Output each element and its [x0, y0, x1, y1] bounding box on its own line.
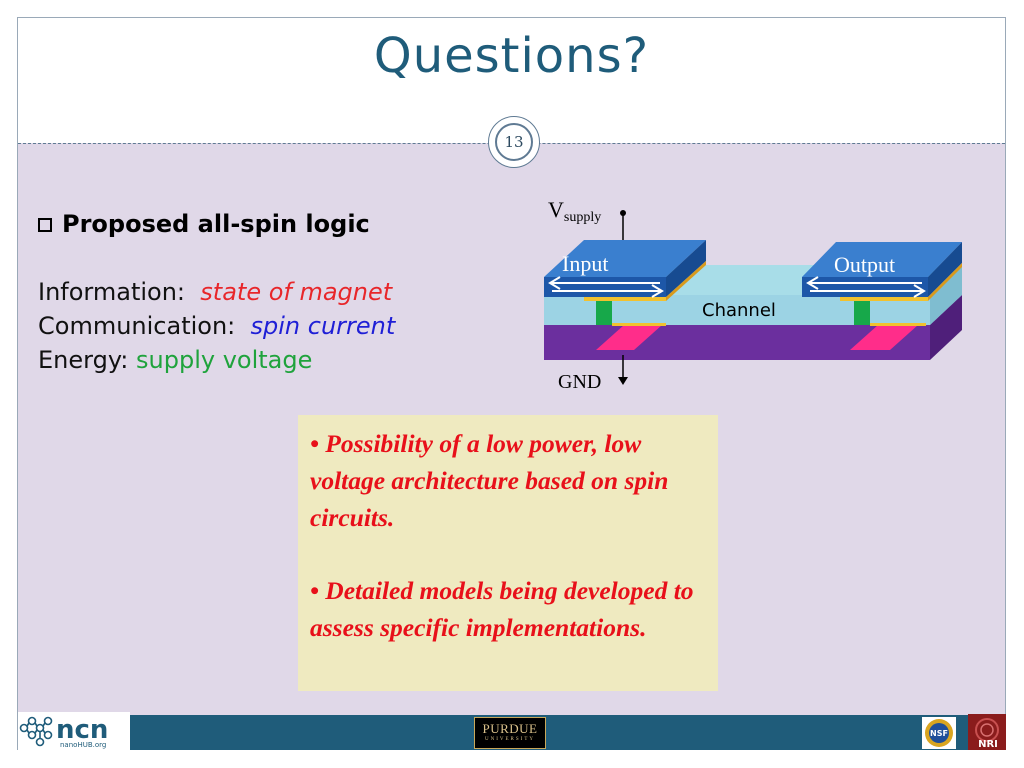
nsf-text: NSF — [930, 729, 948, 738]
info-label: Energy: — [38, 346, 129, 374]
vsupply-terminal — [620, 210, 626, 216]
output-contact — [850, 325, 918, 350]
checkbox-bullet-icon — [38, 218, 52, 232]
page-number-badge: 13 — [488, 116, 540, 168]
note-box: • Possibility of a low power, low voltag… — [298, 415, 718, 691]
output-pillar — [854, 295, 870, 325]
output-double-arrow-icon — [806, 276, 926, 298]
channel-label: Channel — [702, 300, 776, 321]
input-label: Input — [562, 251, 608, 276]
output-magnet-top — [802, 242, 962, 277]
section-heading-text: Proposed all-spin logic — [62, 210, 370, 238]
info-line-information: Information: state of magnet — [38, 278, 392, 306]
gnd-label: GND — [558, 371, 601, 393]
input-magnet-top — [544, 240, 706, 277]
note-bullet-2: • Detailed models being developed to ass… — [310, 576, 694, 642]
ncn-text: ncn — [56, 715, 108, 745]
info-line-communication: Communication: spin current — [38, 312, 395, 340]
info-value: state of magnet — [200, 278, 393, 306]
output-magnet-side — [928, 242, 962, 297]
channel-front — [544, 295, 930, 325]
purdue-text: PURDUE — [482, 721, 538, 736]
ncn-logo: ncn nanoHUB.org — [18, 712, 130, 750]
output-magnet-layer — [840, 297, 928, 301]
nsf-logo: NSF — [922, 717, 956, 749]
info-label: Communication: — [38, 312, 236, 340]
info-value: spin current — [250, 312, 396, 340]
input-magnet-front — [544, 277, 666, 297]
nri-text: NRI — [978, 739, 998, 750]
purdue-subtext: UNIVERSITY — [485, 737, 535, 742]
input-magnet-layer — [584, 297, 666, 301]
ncn-subtext: nanoHUB.org — [60, 741, 106, 749]
vsupply-label: Vsupply — [548, 197, 601, 225]
vsupply-main: V — [548, 197, 564, 222]
info-value: supply voltage — [136, 346, 313, 374]
input-pillar — [596, 295, 612, 325]
input-stripe — [612, 323, 666, 326]
output-magnet-front — [802, 277, 928, 297]
channel-side — [930, 265, 962, 325]
info-line-energy: Energy: supply voltage — [38, 346, 312, 374]
nri-logo: NRI — [968, 714, 1006, 750]
slide-title: Questions? — [373, 28, 650, 84]
output-label: Output — [834, 252, 895, 277]
purdue-logo: PURDUE UNIVERSITY — [474, 717, 546, 749]
input-double-arrow-icon — [548, 276, 664, 298]
input-contact — [596, 325, 662, 350]
substrate-side — [930, 295, 962, 360]
output-stripe — [870, 323, 926, 326]
gnd-arrow-icon — [618, 377, 628, 385]
vsupply-sub: supply — [564, 210, 601, 225]
note-bullet-1: • Possibility of a low power, low voltag… — [310, 429, 669, 532]
info-label: Information: — [38, 278, 186, 306]
molecule-icon — [19, 716, 53, 747]
input-magnet-side — [666, 240, 706, 297]
section-heading: Proposed all-spin logic — [38, 210, 370, 238]
page-number: 13 — [495, 123, 533, 161]
spin-logic-diagram: Vsupply Channel Input Output GND — [544, 197, 962, 393]
